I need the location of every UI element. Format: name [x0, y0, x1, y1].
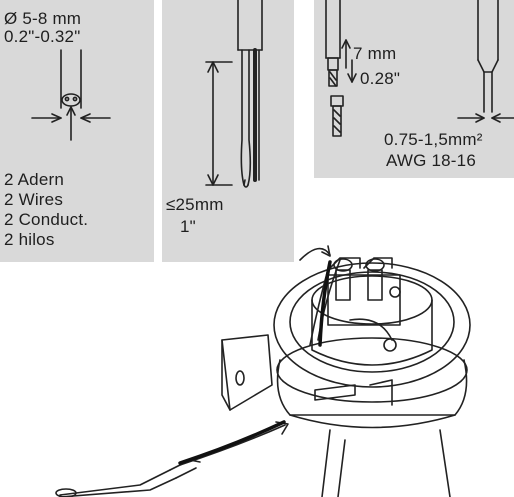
- strip-7mm-label: 7 mm: [353, 44, 397, 63]
- stripped-cable-drawing: [205, 0, 263, 188]
- strip-length-mm-label: ≤25mm: [166, 195, 224, 214]
- strip-length-panel: [162, 0, 294, 262]
- strip-length-in-label: 1": [180, 217, 196, 236]
- device-housing-drawing: [221, 257, 471, 497]
- diameter-mm-label: Ø 5-8 mm: [4, 9, 82, 28]
- cable-diameter-panel: [0, 0, 154, 262]
- cable-line-english: 2 Wires: [4, 190, 64, 209]
- cable-line-french: 2 Conduct.: [4, 210, 89, 229]
- cable-line-german: 2 Adern: [4, 170, 65, 189]
- wire-ferrule-drawing: [325, 0, 514, 137]
- cross-section-label: 0.75-1,5mm²: [384, 130, 483, 149]
- diameter-in-label: 0.2"-0.32": [4, 27, 81, 46]
- cable-cross-section-drawing: [31, 49, 111, 141]
- inner-wire-dark: [318, 260, 332, 347]
- wire-gauge-panel: [314, 0, 514, 178]
- input-wire-dark: [178, 420, 286, 465]
- strip-028in-label: 0.28": [360, 69, 401, 88]
- cable-line-spanish: 2 hilos: [4, 230, 55, 249]
- awg-label: AWG 18-16: [386, 151, 476, 170]
- input-cable-drawing: [55, 459, 201, 497]
